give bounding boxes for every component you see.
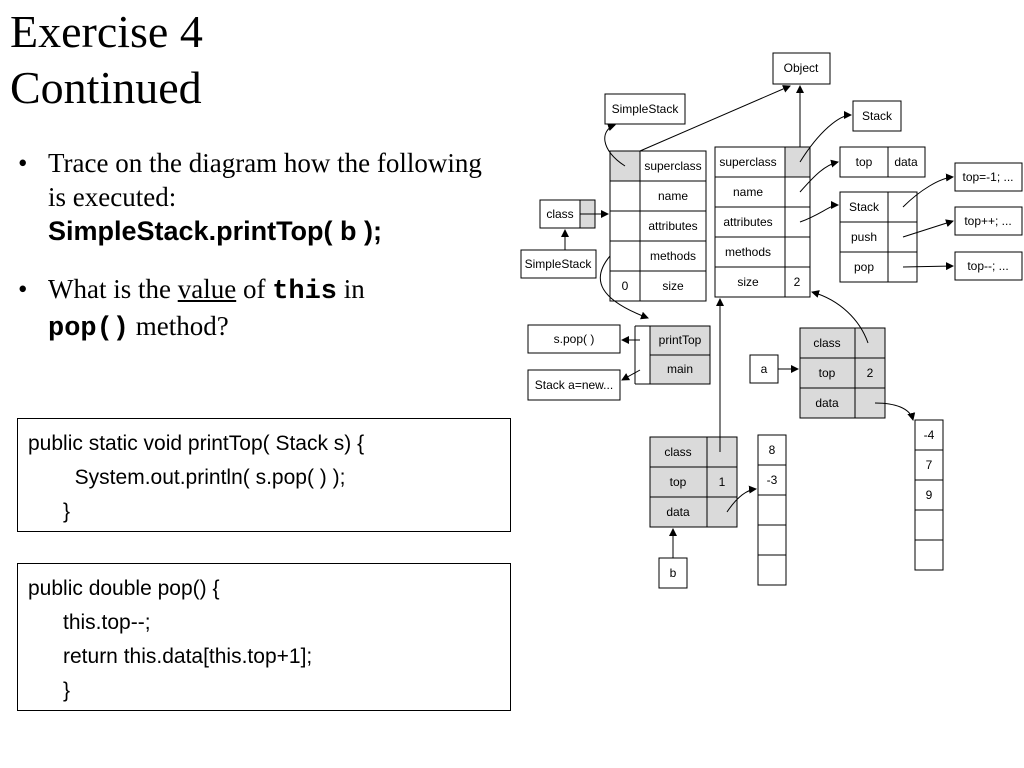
ss-row-name: name [658,189,688,203]
ss-row-size: size [662,279,684,293]
bullet-underlined: value [177,274,237,304]
array-a-cell: 7 [926,458,933,472]
bullet-item-trace: • Trace on the diagram how the following… [18,146,498,248]
keyword-this: this [272,277,338,307]
method-body-pop: top--; ... [967,259,1008,273]
bullet-dot: • [18,274,28,304]
bullet-text-pre: What is the [48,274,178,304]
st-row-attributes: attributes [723,215,772,229]
bullet-text-post: in [337,274,365,304]
attr-top: top [856,155,873,169]
ss-body-printtop: s.pop( ) [554,332,595,346]
obj-a-class: class [813,336,840,350]
ss-row-methods: methods [650,249,696,263]
obj-a-top: top [819,366,836,380]
bullet-item-value: • What is the value of this in pop() met… [18,272,498,346]
attr-data: data [894,155,918,169]
method-push: push [851,230,877,244]
bullet-list: • Trace on the diagram how the following… [18,146,498,346]
obj-b-data: data [666,505,690,519]
st-row-superclass: superclass [719,155,776,169]
class-box-label: class [546,207,573,221]
array-b-cell: -3 [767,473,778,487]
bullet-dot: • [18,148,28,178]
keyword-pop: pop() [48,314,130,344]
code-line: return this.data[this.top+1]; [28,645,313,668]
ss-size-value: 0 [622,279,629,293]
code-box-pop: public double pop() { this.top--; return… [17,563,511,711]
code-line: this.top--; [28,611,151,634]
method-body-stack: top=-1; ... [962,170,1013,184]
code-line: public static void printTop( Stack s) { [28,432,365,455]
code-line: } [28,679,71,702]
ss-method-printtop: printTop [659,333,702,347]
ss-method-main: main [667,362,693,376]
obj-b-class: class [664,445,691,459]
code-line: System.out.println( s.pop( ) ); [28,466,346,489]
array-a-cell: 9 [926,488,933,502]
st-size-value: 2 [794,275,801,289]
obj-b-top-value: 1 [719,475,726,489]
st-row-size: size [737,275,759,289]
bullet-code: SimpleStack.printTop( b ); [48,216,383,246]
code-line: public double pop() { [28,577,220,600]
var-a: a [761,362,768,376]
obj-a-top-value: 2 [867,366,874,380]
method-body-push: top++; ... [964,214,1011,228]
ss-row-superclass: superclass [644,159,701,173]
code-box-printtop: public static void printTop( Stack s) { … [17,418,511,532]
method-stack: Stack [849,200,880,214]
array-a-cell: -4 [924,428,935,442]
ss-body-main: Stack a=new... [535,378,613,392]
bullet-text: Trace on the diagram how the following i… [48,148,482,212]
object-label: Object [784,61,819,75]
simplestack-var: SimpleStack [525,257,593,271]
title-line-1: Exercise 4 [10,6,203,57]
var-b: b [670,566,677,580]
obj-b-top: top [670,475,687,489]
bullet-text-end: method? [129,311,229,341]
array-b-cell: 8 [769,443,776,457]
ss-row-attributes: attributes [648,219,697,233]
slide-title: Exercise 4 Continued [10,4,203,116]
obj-a-data: data [815,396,839,410]
stack-label: Stack [862,109,893,123]
title-line-2: Continued [10,62,202,113]
code-line: } [28,500,71,523]
bullet-text-mid: of [236,274,273,304]
simplestack-label: SimpleStack [612,102,680,116]
method-pop: pop [854,260,874,274]
st-row-methods: methods [725,245,771,259]
st-row-name: name [733,185,763,199]
